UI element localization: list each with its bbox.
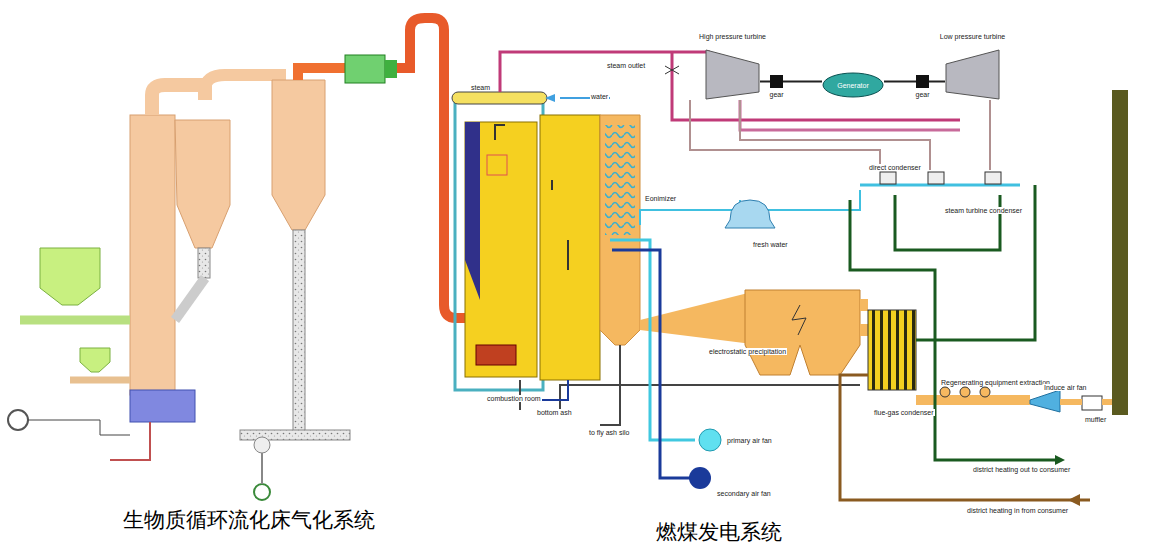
node-label: gear [916,91,930,98]
part-label: electrostatic precipitation [708,348,787,355]
part-label: primary air fan [726,437,773,444]
shaft-line [783,81,822,83]
node-shape [916,75,929,88]
part-label: district heating out to consumer [972,466,1071,473]
node-shape [770,75,783,88]
shaft-line [884,81,916,83]
system-caption: 燃煤发电系统 [655,522,783,543]
part-label: steam turbine condenser [944,207,1023,214]
shaft-line [929,81,945,83]
part-label: bottom ash [536,409,573,416]
part-label: water [590,93,609,100]
part-label: combustion room [486,395,542,402]
node-shape [705,42,760,100]
part-label: district heating in from consumer [966,507,1069,514]
gear-box: gear [770,75,783,88]
shaft-line [760,81,770,83]
generator: Generator [822,72,884,98]
part-label: direct condenser [868,164,922,171]
part-label: steam [470,84,491,91]
part-label: fresh water [752,241,789,248]
part-label: steam outlet [606,62,646,69]
part-label: Eonimizer [644,195,677,202]
part-label: muffler [1084,416,1107,423]
part-label: secondary air fan [716,490,772,497]
gear-box: gear [916,75,929,88]
node-label: Low pressure turbine [940,33,1005,40]
node-label: gear [770,91,784,98]
node-shape [945,42,1000,100]
node-label: High pressure turbine [699,33,766,40]
part-label: Induce air fan [1043,384,1087,391]
node-label: Generator [837,82,869,89]
part-label: Regenerating equipment extraction [940,379,1051,386]
turbine: High pressure turbine [705,42,760,100]
turbine: Low pressure turbine [945,42,1000,100]
part-label: to fly ash silo [588,429,630,436]
part-label: flue-gas condenser [873,409,935,416]
system-caption: 生物质循环流化床气化系统 [122,510,376,531]
